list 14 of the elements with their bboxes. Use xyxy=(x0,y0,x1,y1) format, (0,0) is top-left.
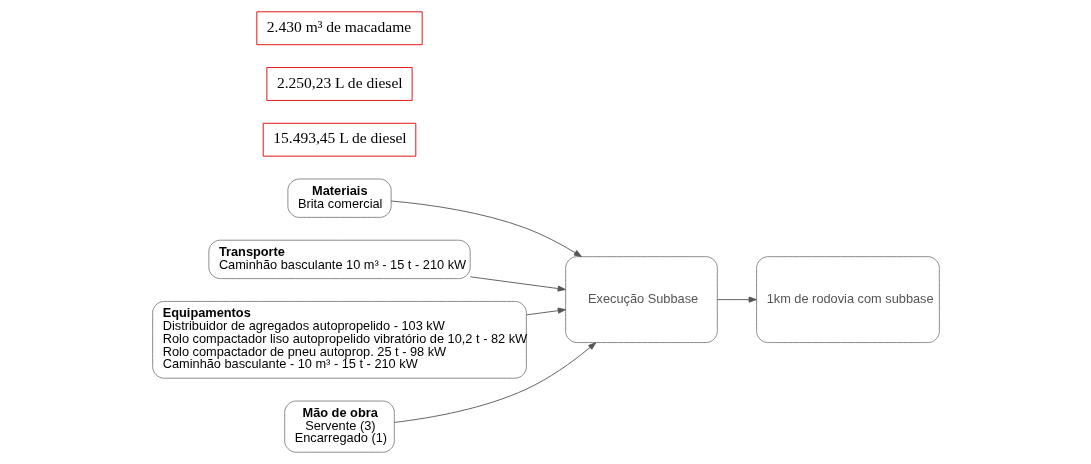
node-box: 2.430 m³ de macadame xyxy=(255,11,423,46)
node-box: 15.493,45 L de diesel xyxy=(262,122,416,157)
node-box: Transporte Caminhão basculante 10 m³ - 15 t - 210 kW xyxy=(207,239,471,280)
node-box: Execução Subbase xyxy=(564,256,718,343)
arrow xyxy=(390,200,582,258)
arrow xyxy=(525,307,566,316)
node-box: Mão de obra Servente (3) Encarregado (1) xyxy=(283,400,395,453)
node-box: 1km de rodovia com subbase xyxy=(755,256,940,343)
node-box: Equipamentos Distribuidor de agregados autopropelido - 103 kW Rolo compactador liso autopropelido vibratório de 10,2 t - 82 kW Rolo compactador de pneu autoprop. 25 t - 98 kW Caminhão basculante - 10 m³ - 15 t - 210 kW xyxy=(151,301,527,379)
arrow xyxy=(469,276,566,292)
node-box: 2.250,23 L de diesel xyxy=(265,67,413,101)
node-box: Materiais Brita comercial xyxy=(286,178,392,218)
arrow xyxy=(716,296,757,303)
arrow xyxy=(393,342,596,423)
